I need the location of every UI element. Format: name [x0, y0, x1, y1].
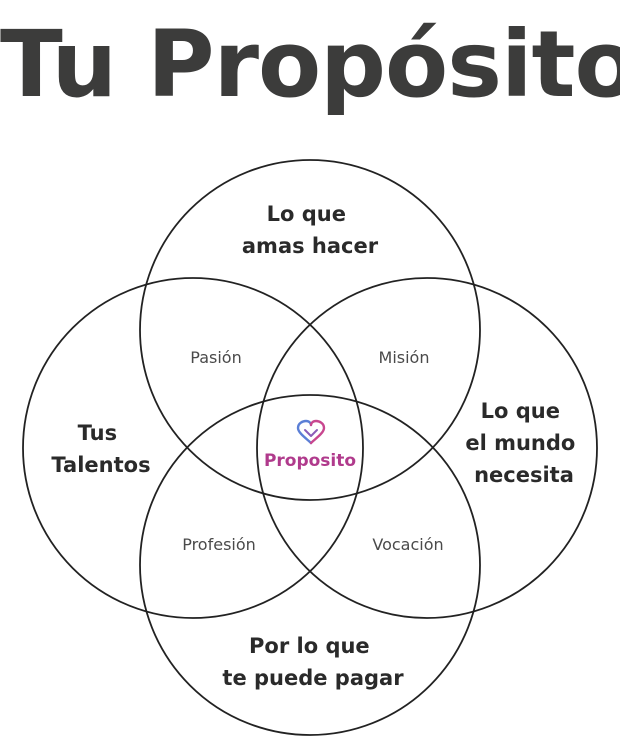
overlap-label-pasion: Pasión [190, 348, 241, 367]
circle-puede-pagar [139, 394, 481, 736]
page-title: Tu Propósito [0, 11, 620, 118]
overlap-label-vocacion: Vocación [372, 535, 443, 554]
set-label-right: Lo que el mundo necesita [465, 399, 582, 487]
overlap-label-mision: Misión [379, 348, 430, 367]
circle-amas-hacer [139, 159, 481, 501]
set-label-bottom: Por lo que te puede pagar [222, 634, 404, 690]
overlap-label-profesion: Profesión [182, 535, 256, 554]
circle-mundo-necesita [256, 277, 598, 619]
set-label-top: Lo que amas hacer [242, 202, 379, 258]
circle-talentos [22, 277, 364, 619]
heart-icon [296, 419, 326, 445]
center-label-proposito: Proposito [264, 451, 356, 471]
set-label-left: Tus Talentos [51, 421, 150, 477]
